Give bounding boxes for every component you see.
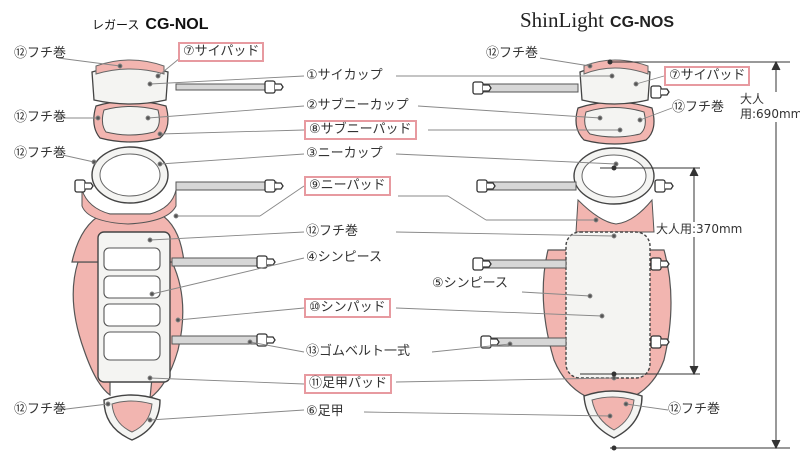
left-title-prefix: レガース	[92, 18, 140, 32]
label-thigh-pad-right: ⑦サイパッド	[664, 66, 751, 86]
label-sub-knee-pad: ⑧サブニーパッド	[304, 120, 417, 140]
label-fuchimaki: ⑫フチ巻	[14, 110, 67, 125]
right-straps	[472, 81, 674, 349]
label-knee-pad: ⑨ニーパッド	[304, 176, 391, 196]
left-title: レガース CG-NOL	[92, 16, 209, 34]
right-guard-illustration	[542, 59, 672, 439]
right-title-model: CG-NOS	[610, 14, 675, 31]
dimension-lines	[580, 59, 790, 451]
left-title-model: CG-NOL	[145, 16, 209, 33]
label-fuchimaki: ⑫フチ巻	[14, 46, 67, 61]
label-foot-pad: ⑪足甲パッド	[304, 374, 393, 394]
left-lower-pad	[81, 189, 177, 225]
label-shin-piece-4: ④シンピース	[306, 250, 383, 265]
label-fuchimaki: ⑫フチ巻	[672, 100, 725, 115]
label-fuchimaki: ⑫フチ巻	[14, 146, 67, 161]
label-shin-pad: ⑩シンパッド	[304, 298, 391, 318]
leader-lines	[57, 57, 673, 423]
label-instep: ⑥足甲	[306, 404, 344, 419]
label-fuchimaki: ⑫フチ巻	[14, 402, 67, 417]
label-fuchimaki: ⑫フチ巻	[486, 46, 539, 61]
label-shin-piece-5: ⑤シンピース	[432, 276, 509, 291]
label-thigh-cup: ①サイカップ	[306, 68, 383, 83]
right-shin-shell	[565, 231, 651, 379]
right-title-prefix: ShinLight	[520, 8, 605, 32]
label-fuchimaki: ⑫フチ巻	[668, 402, 721, 417]
left-straps	[74, 80, 284, 347]
label-fuchimaki: ⑫フチ巻	[306, 224, 359, 239]
dimension-total-length: 大人用:690mm	[740, 92, 800, 122]
label-thigh-pad: ⑦サイパッド	[178, 42, 265, 62]
dimension-shin-length: 大人用:370mm	[656, 222, 743, 237]
label-rubber-belt: ⑬ゴムベルト一式	[306, 344, 411, 359]
right-title: ShinLight CG-NOS	[520, 8, 674, 33]
label-knee-cup: ③ニーカップ	[306, 146, 383, 161]
left-guard-illustration	[71, 59, 185, 441]
label-sub-knee-cup: ②サブニーカップ	[306, 98, 409, 113]
right-knee-pad	[575, 198, 655, 233]
